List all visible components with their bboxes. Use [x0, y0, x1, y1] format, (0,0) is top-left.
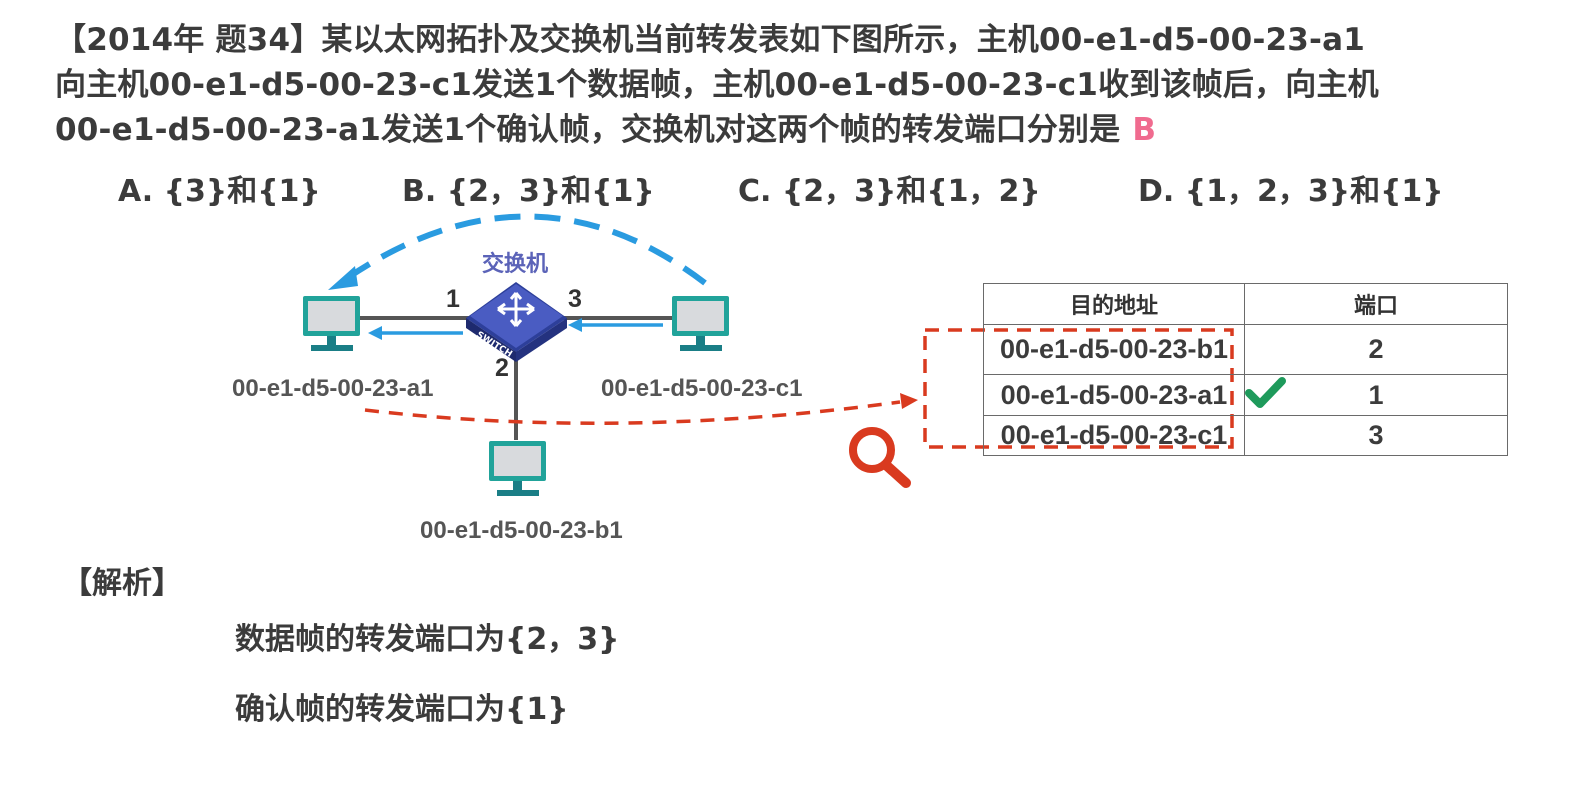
option-c: C. {2，3}和{1，2} — [738, 174, 1041, 209]
analysis-line-2: 确认帧的转发端口为{1} — [235, 692, 569, 727]
header-address: 目的地址 — [983, 283, 1245, 325]
table-header-row: 目的地址 端口 — [983, 283, 1508, 325]
row-address: 00-e1-d5-00-23-b1 — [983, 324, 1245, 375]
question-line-1: 【2014年 题34】某以太网拓扑及交换机当前转发表如下图所示，主机00-e1-… — [55, 14, 1365, 59]
host-c1-label: 00-e1-d5-00-23-c1 — [601, 375, 802, 402]
monitor-icon-c1 — [672, 296, 729, 351]
port-1-label: 1 — [446, 285, 460, 313]
switch-icon: SWITCH — [466, 282, 567, 362]
port-3-label: 3 — [568, 285, 582, 313]
question-line-3: 00-e1-d5-00-23-a1发送1个确认帧，交换机对这两个帧的转发端口分别… — [55, 104, 1156, 149]
question-text-3: 00-e1-d5-00-23-a1发送1个确认帧，交换机对这两个帧的转发端口分别… — [55, 112, 1121, 148]
row-port: 1 — [1244, 374, 1508, 416]
lookup-arrowhead — [900, 393, 918, 409]
row-port: 2 — [1244, 324, 1508, 375]
table-row: 00-e1-d5-00-23-b1 2 — [983, 324, 1508, 375]
analysis-title: 【解析】 — [62, 566, 182, 601]
option-a: A. {3}和{1} — [118, 174, 321, 209]
header-port: 端口 — [1244, 283, 1508, 325]
table-row: 00-e1-d5-00-23-a1 1 — [983, 374, 1508, 416]
monitor-icon-a1 — [303, 296, 360, 351]
blue-arrowhead-right — [568, 318, 582, 332]
question-line-2: 向主机00-e1-d5-00-23-c1发送1个数据帧，主机00-e1-d5-0… — [55, 59, 1379, 104]
host-b1-label: 00-e1-d5-00-23-b1 — [420, 517, 623, 544]
magnifier-icon — [849, 427, 911, 488]
host-a1-label: 00-e1-d5-00-23-a1 — [232, 375, 433, 402]
blue-arrowhead-left — [368, 326, 382, 340]
row-port: 3 — [1244, 415, 1508, 456]
table-row: 00-e1-d5-00-23-c1 3 — [983, 415, 1508, 456]
port-2-label: 2 — [495, 354, 509, 382]
frame-arc-arrow — [338, 213, 707, 286]
answer-mark: B — [1132, 112, 1157, 148]
row-address: 00-e1-d5-00-23-c1 — [983, 415, 1245, 456]
option-b: B. {2，3}和{1} — [402, 174, 655, 209]
arc-arrowhead — [328, 266, 358, 290]
forwarding-table: 目的地址 端口 00-e1-d5-00-23-b1 2 00-e1-d5-00-… — [983, 283, 1508, 456]
monitor-icon-b1 — [489, 441, 546, 496]
switch-title: 交换机 — [482, 251, 548, 277]
option-d: D. {1，2，3}和{1} — [1138, 174, 1444, 209]
question-text-2: 向主机00-e1-d5-00-23-c1发送1个数据帧，主机00-e1-d5-0… — [55, 67, 1379, 103]
lookup-arc-arrow — [364, 400, 901, 425]
row-address: 00-e1-d5-00-23-a1 — [983, 374, 1245, 416]
question-text-1: 【2014年 题34】某以太网拓扑及交换机当前转发表如下图所示，主机00-e1-… — [55, 22, 1366, 58]
analysis-line-1: 数据帧的转发端口为{2，3} — [235, 622, 620, 657]
